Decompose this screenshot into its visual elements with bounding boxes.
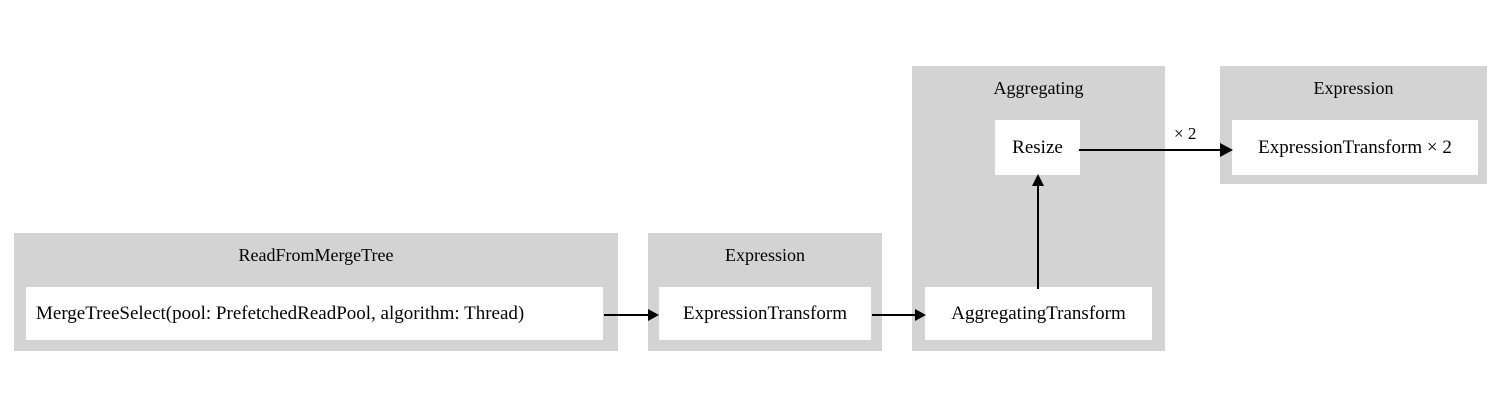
cluster-label-expression-1: Expression	[725, 245, 805, 265]
edge-aggregating-transform-to-resize	[1028, 173, 1048, 289]
node-expression-transform-1[interactable]: ExpressionTransform	[659, 287, 871, 340]
cluster-label-read-from-merge-tree: ReadFromMergeTree	[238, 245, 394, 265]
edge-resize-to-expression-transform-2	[1079, 140, 1235, 160]
node-label-expression-transform-2: ExpressionTransform × 2	[1258, 136, 1452, 158]
node-label-merge-tree-select: MergeTreeSelect(pool: PrefetchedReadPool…	[36, 302, 525, 324]
edge-label-resize-to-expression-transform-2: × 2	[1174, 124, 1197, 143]
cluster-label-aggregating: Aggregating	[993, 78, 1084, 98]
node-aggregating-transform[interactable]: AggregatingTransform	[925, 287, 1152, 340]
node-label-aggregating-transform: AggregatingTransform	[951, 302, 1126, 324]
cluster-label-expression-2: Expression	[1313, 78, 1394, 98]
node-label-expression-transform-1: ExpressionTransform	[683, 302, 847, 324]
edge-merge-tree-select-to-expression-transform-1	[604, 305, 660, 325]
edge-expression-transform-1-to-aggregating-transform	[872, 305, 928, 325]
node-expression-transform-2[interactable]: ExpressionTransform × 2	[1232, 120, 1478, 175]
node-label-resize: Resize	[1012, 136, 1063, 158]
node-merge-tree-select[interactable]: MergeTreeSelect(pool: PrefetchedReadPool…	[26, 287, 603, 340]
node-resize[interactable]: Resize	[995, 120, 1080, 175]
